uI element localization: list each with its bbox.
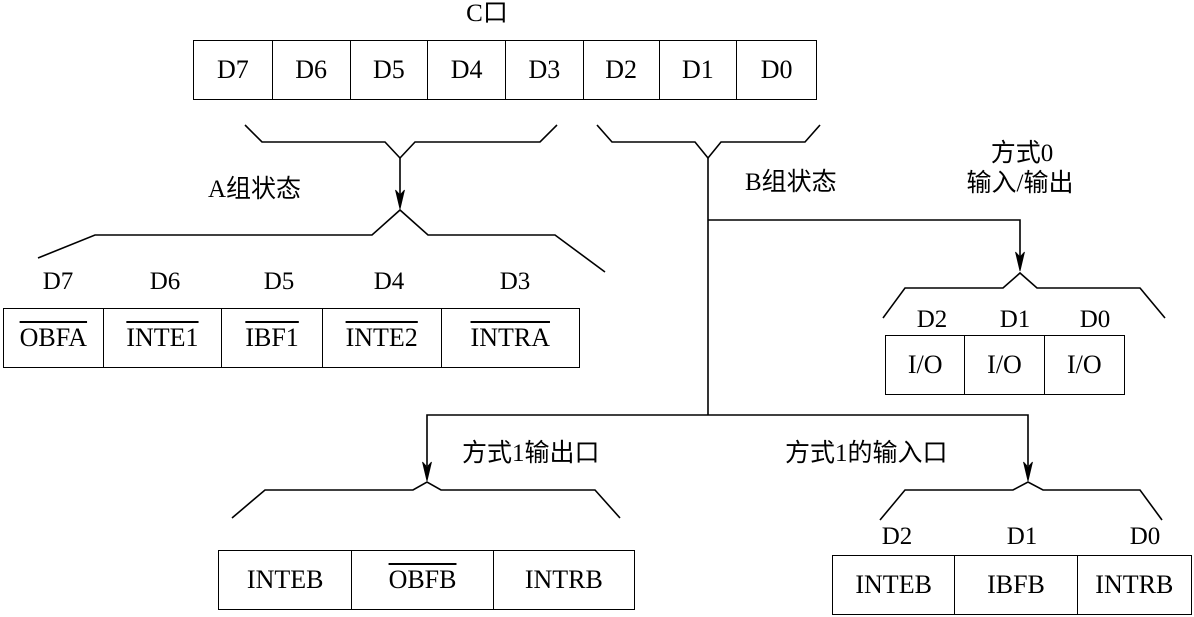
signal-label: INTEB xyxy=(855,570,932,599)
mode1-output-cell-inteb: INTEB xyxy=(219,551,353,609)
mode1-input-bit-label: D1 xyxy=(1006,523,1038,550)
mode0-title: 方式0 xyxy=(990,140,1054,167)
group-a-lower-brace xyxy=(37,208,606,273)
signal-label: INTE2 xyxy=(345,323,418,352)
signal-label: OBFB xyxy=(388,565,457,594)
port-c-bit-label: D5 xyxy=(372,55,405,84)
group-b-label: B组状态 xyxy=(745,169,837,196)
signal-label: INTRB xyxy=(524,565,603,594)
mode1-output-brace xyxy=(231,481,621,519)
mode1-output-cell-intrb: INTRB xyxy=(494,551,634,609)
signal-label: INTRB xyxy=(1095,570,1174,599)
group-a-cell-inte1: INTE1 xyxy=(104,309,223,367)
port-c-bit-d5: D5 xyxy=(351,41,429,99)
mode0-cell-d2: I/O xyxy=(886,336,966,394)
signal-label: INTRA xyxy=(470,323,550,352)
mode1-input-arrowhead xyxy=(1023,461,1033,482)
port-c-bit-label: D7 xyxy=(216,55,249,84)
mode1-input-brace xyxy=(879,481,1163,521)
mode0-arrowhead xyxy=(1015,251,1025,272)
signal-label: I/O xyxy=(987,350,1022,379)
group-a-cell-obfa: OBFA xyxy=(4,309,104,367)
port-c-bit-label: D2 xyxy=(605,55,638,84)
port-c-bit-d3: D3 xyxy=(506,41,584,99)
mode0-subtitle: 输入/输出 xyxy=(966,170,1074,197)
signal-label: IBFB xyxy=(987,570,1045,599)
signal-label: OBFA xyxy=(19,323,88,352)
port-c-bit-d0: D0 xyxy=(737,41,816,99)
port-c-bit-label: D3 xyxy=(528,55,561,84)
port-c-bit-d4: D4 xyxy=(428,41,506,99)
mode0-bit-label: D2 xyxy=(916,306,948,333)
mode0-brace xyxy=(882,271,1166,319)
group-b-upper-brace xyxy=(596,124,821,160)
port-c-register: D7 D6 D5 D4 D3 D2 D1 D0 xyxy=(193,40,817,100)
mode1-input-register: INTEB IBFB INTRB xyxy=(832,555,1192,615)
signal-label: I/O xyxy=(907,350,943,379)
group-a-bit-label: D7 xyxy=(42,268,74,295)
group-a-label: A组状态 xyxy=(208,176,302,203)
group-a-upper-brace xyxy=(244,124,558,160)
signal-label: INTEB xyxy=(246,565,324,594)
mode1-input-bit-label: D2 xyxy=(881,523,913,550)
mode0-branch-line xyxy=(708,219,1021,258)
mode1-output-title: 方式1输出口 xyxy=(462,440,600,467)
mode0-cell-d0: I/O xyxy=(1045,336,1124,394)
signal-label: IBF1 xyxy=(245,323,299,352)
port-c-bit-label: D4 xyxy=(450,55,483,84)
mode1-branch-line xyxy=(426,414,1029,466)
port-c-bit-d2: D2 xyxy=(584,41,660,99)
group-a-cell-inte2: INTE2 xyxy=(323,309,442,367)
group-a-bit-label: D5 xyxy=(263,268,295,295)
mode0-cell-d1: I/O xyxy=(965,336,1045,394)
mode1-input-cell-ibfb: IBFB xyxy=(955,556,1078,614)
port-c-bit-label: D6 xyxy=(295,55,328,84)
group-a-cell-ibf1: IBF1 xyxy=(222,309,323,367)
signal-label: INTE1 xyxy=(126,323,199,352)
mode0-bit-label: D1 xyxy=(999,306,1031,333)
mode1-input-cell-inteb: INTEB xyxy=(833,556,956,614)
signal-label: I/O xyxy=(1067,350,1102,379)
group-a-arrowhead xyxy=(395,189,405,210)
group-a-cell-intra: INTRA xyxy=(442,309,580,367)
mode0-bit-label: D0 xyxy=(1079,306,1111,333)
port-c-bit-d1: D1 xyxy=(660,41,738,99)
port-c-bit-d6: D6 xyxy=(273,41,351,99)
mode1-output-arrowhead xyxy=(422,461,432,482)
group-a-bit-label: D3 xyxy=(499,268,531,295)
mode1-output-cell-obfb: OBFB xyxy=(352,551,494,609)
port-c-bit-label: D0 xyxy=(760,55,793,84)
group-a-bit-label: D4 xyxy=(373,268,405,295)
mode1-input-title: 方式1的输入口 xyxy=(785,440,948,467)
port-c-bit-label: D1 xyxy=(681,55,714,84)
port-c-bit-d7: D7 xyxy=(194,41,273,99)
mode1-input-cell-intrb: INTRB xyxy=(1078,556,1191,614)
mode1-output-register: INTEB OBFB INTRB xyxy=(218,550,635,610)
group-a-bit-label: D6 xyxy=(149,268,181,295)
mode1-input-bit-label: D0 xyxy=(1129,523,1161,550)
mode0-register: I/O I/O I/O xyxy=(885,335,1125,395)
group-a-register: OBFA INTE1 IBF1 INTE2 INTRA xyxy=(3,308,580,368)
port-c-title: C口 xyxy=(466,0,508,27)
